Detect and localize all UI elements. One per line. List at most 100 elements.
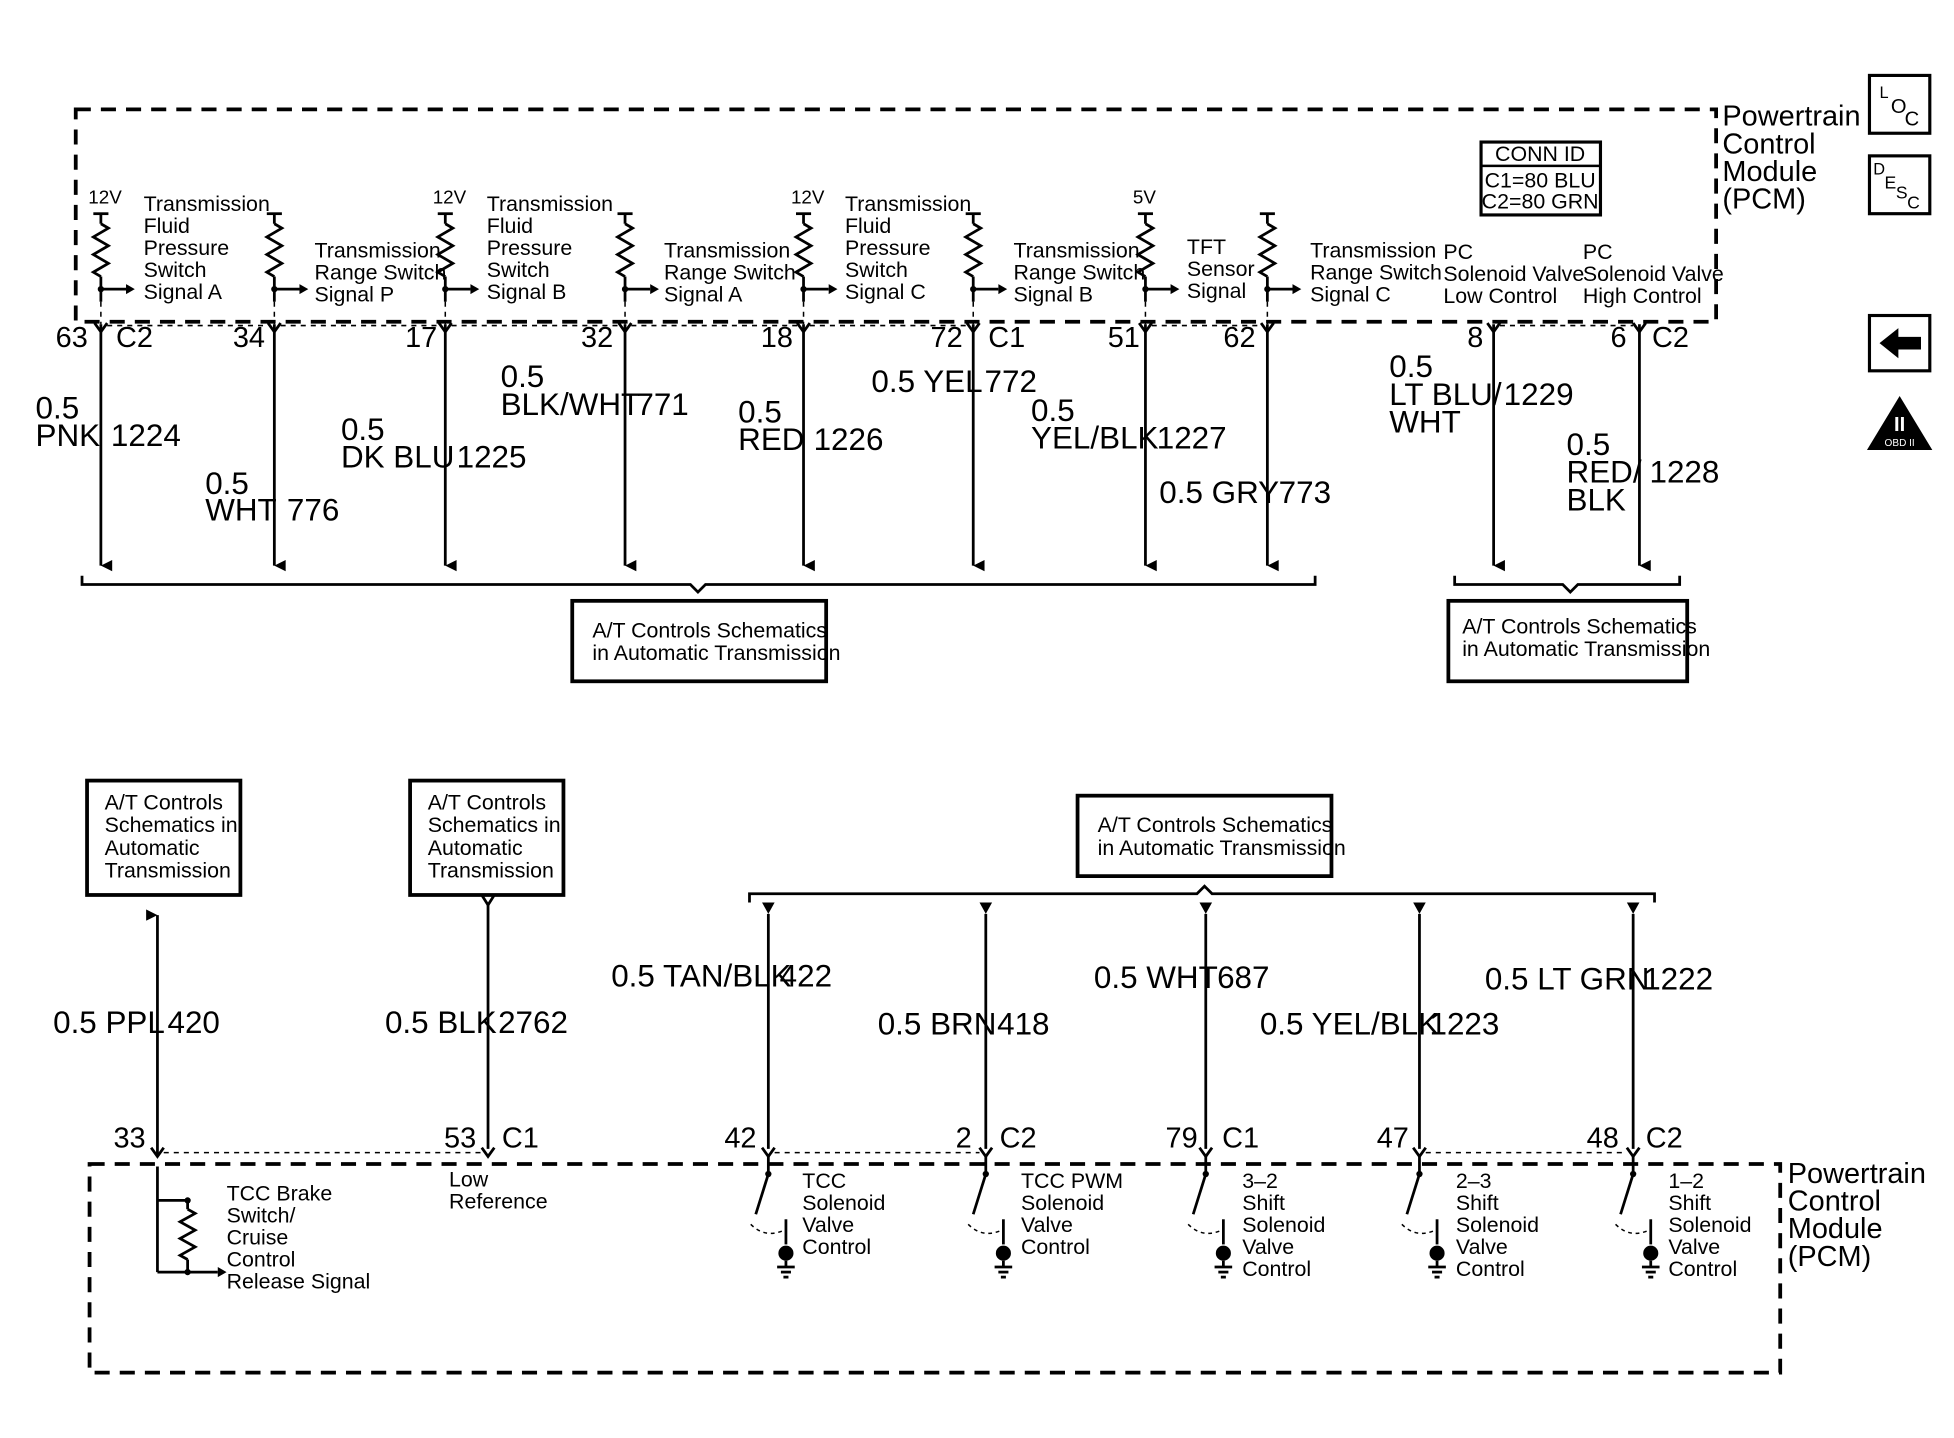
wire-color: WHT	[1389, 404, 1461, 439]
function-label: Switch	[144, 258, 207, 282]
circuit-number: 2762	[498, 1005, 568, 1040]
circuit-number: 1229	[1504, 377, 1574, 412]
driver-switch-icon	[1405, 1173, 1421, 1215]
function-label: Control	[227, 1247, 296, 1271]
wire-color: LT BLU/	[1389, 377, 1502, 412]
pin-number: 62	[1223, 322, 1255, 354]
wire-color: RED	[738, 422, 804, 457]
pin-number: 42	[724, 1123, 756, 1155]
connector-id-box: CONN ID C1=80 BLU C2=80 GRN	[1479, 140, 1603, 217]
wire-size: 0.5	[1389, 349, 1433, 384]
svg-text:in Automatic Transmission: in Automatic Transmission	[592, 641, 840, 665]
resistor-icon	[177, 1208, 198, 1261]
function-label: Solenoid	[1456, 1213, 1539, 1237]
svg-text:A/T Controls Schematics: A/T Controls Schematics	[1462, 615, 1697, 639]
ref-box-bottom-main[interactable]: A/T Controls Schematics in Automatic Tra…	[1075, 793, 1346, 879]
function-label: Switch/	[227, 1203, 296, 1227]
loc-icon[interactable]: L O C	[1867, 73, 1932, 135]
wire-color: RED/	[1567, 455, 1642, 490]
function-label: Valve	[802, 1213, 854, 1237]
svg-text:Powertrain: Powertrain	[1788, 1158, 1926, 1190]
driver-switch-icon	[971, 1173, 988, 1215]
pin-number: 2	[956, 1123, 972, 1155]
circuit-1223[interactable]: 0.5 YEL/BLK1223472–3ShiftSolenoidValveCo…	[1260, 902, 1539, 1281]
conn-id-title: CONN ID	[1495, 142, 1585, 166]
pin-number: 33	[113, 1123, 145, 1155]
function-label: Transmission	[664, 239, 790, 263]
function-label: Fluid	[144, 214, 190, 238]
supply-voltage-label: 5V	[1133, 187, 1156, 208]
back-arrow-icon[interactable]	[1867, 313, 1932, 373]
function-label: Reference	[449, 1190, 548, 1214]
svg-text:Control: Control	[1722, 128, 1815, 160]
svg-text:Schematics in: Schematics in	[105, 813, 238, 837]
circuit-number: 1222	[1643, 961, 1713, 996]
circuit-number: 1228	[1649, 455, 1719, 490]
function-label: 3–2	[1242, 1169, 1278, 1193]
pullup-resistor-icon	[1135, 222, 1156, 278]
function-label: Cruise	[227, 1225, 289, 1249]
svg-text:C: C	[1905, 109, 1920, 131]
connector-label: C2	[1652, 322, 1689, 354]
circuit-number: 418	[997, 1007, 1049, 1042]
function-label: Solenoid	[1242, 1213, 1325, 1237]
circuit-number: 1227	[1157, 421, 1227, 456]
driver-switch-icon	[1619, 1173, 1635, 1215]
function-label: Release Signal	[227, 1269, 371, 1293]
function-label: Valve	[1668, 1235, 1720, 1259]
function-label: Low Control	[1443, 284, 1557, 308]
conn-id-c1: C1=80 BLU	[1485, 168, 1596, 192]
pin-number: 17	[405, 322, 437, 354]
pin-number: 34	[233, 322, 265, 354]
svg-text:Module: Module	[1722, 156, 1817, 188]
function-label: Valve	[1242, 1235, 1294, 1259]
svg-text:II: II	[1894, 414, 1905, 436]
svg-text:A/T Controls Schematics: A/T Controls Schematics	[592, 618, 827, 642]
svg-text:A/T Controls: A/T Controls	[105, 791, 223, 815]
ref-box-bottom-420[interactable]: A/T Controls Schematics in Automatic Tra…	[85, 778, 243, 897]
svg-text:Transmission: Transmission	[105, 858, 231, 882]
svg-text:E: E	[1885, 173, 1897, 193]
driver-switch-icon	[754, 1173, 770, 1215]
function-label: PC	[1443, 240, 1473, 264]
function-label: Control	[1456, 1257, 1525, 1281]
pin-number: 48	[1587, 1123, 1619, 1155]
pin-number: 53	[444, 1123, 476, 1155]
svg-text:A/T Controls Schematics: A/T Controls Schematics	[1098, 813, 1333, 837]
function-label: 1–2	[1668, 1169, 1704, 1193]
function-label: Pressure	[487, 236, 572, 260]
svg-text:Schematics in: Schematics in	[428, 813, 561, 837]
function-label: Signal B	[487, 280, 567, 304]
ref-box-top-main[interactable]: A/T Controls Schematics in Automatic Tra…	[570, 598, 840, 684]
function-label: Transmission	[315, 239, 441, 263]
wire-size: 0.5	[1567, 427, 1611, 462]
desc-icon[interactable]: D E S C	[1867, 154, 1932, 216]
circuit-number: 1226	[814, 422, 884, 457]
wire-color: 0.5 TAN/BLK	[611, 959, 791, 994]
pullup-resistor-icon	[90, 222, 112, 278]
circuit-number: 771	[636, 387, 688, 422]
svg-text:S: S	[1896, 183, 1908, 203]
svg-text:Powertrain: Powertrain	[1722, 101, 1860, 133]
function-label: Transmission	[845, 192, 971, 216]
ref-box-bottom-2762[interactable]: A/T Controls Schematics in Automatic Tra…	[408, 778, 566, 897]
function-label: Pressure	[845, 236, 930, 260]
ref-box-top-right[interactable]: A/T Controls Schematics in Automatic Tra…	[1446, 598, 1710, 684]
svg-text:A/T Controls: A/T Controls	[428, 791, 546, 815]
